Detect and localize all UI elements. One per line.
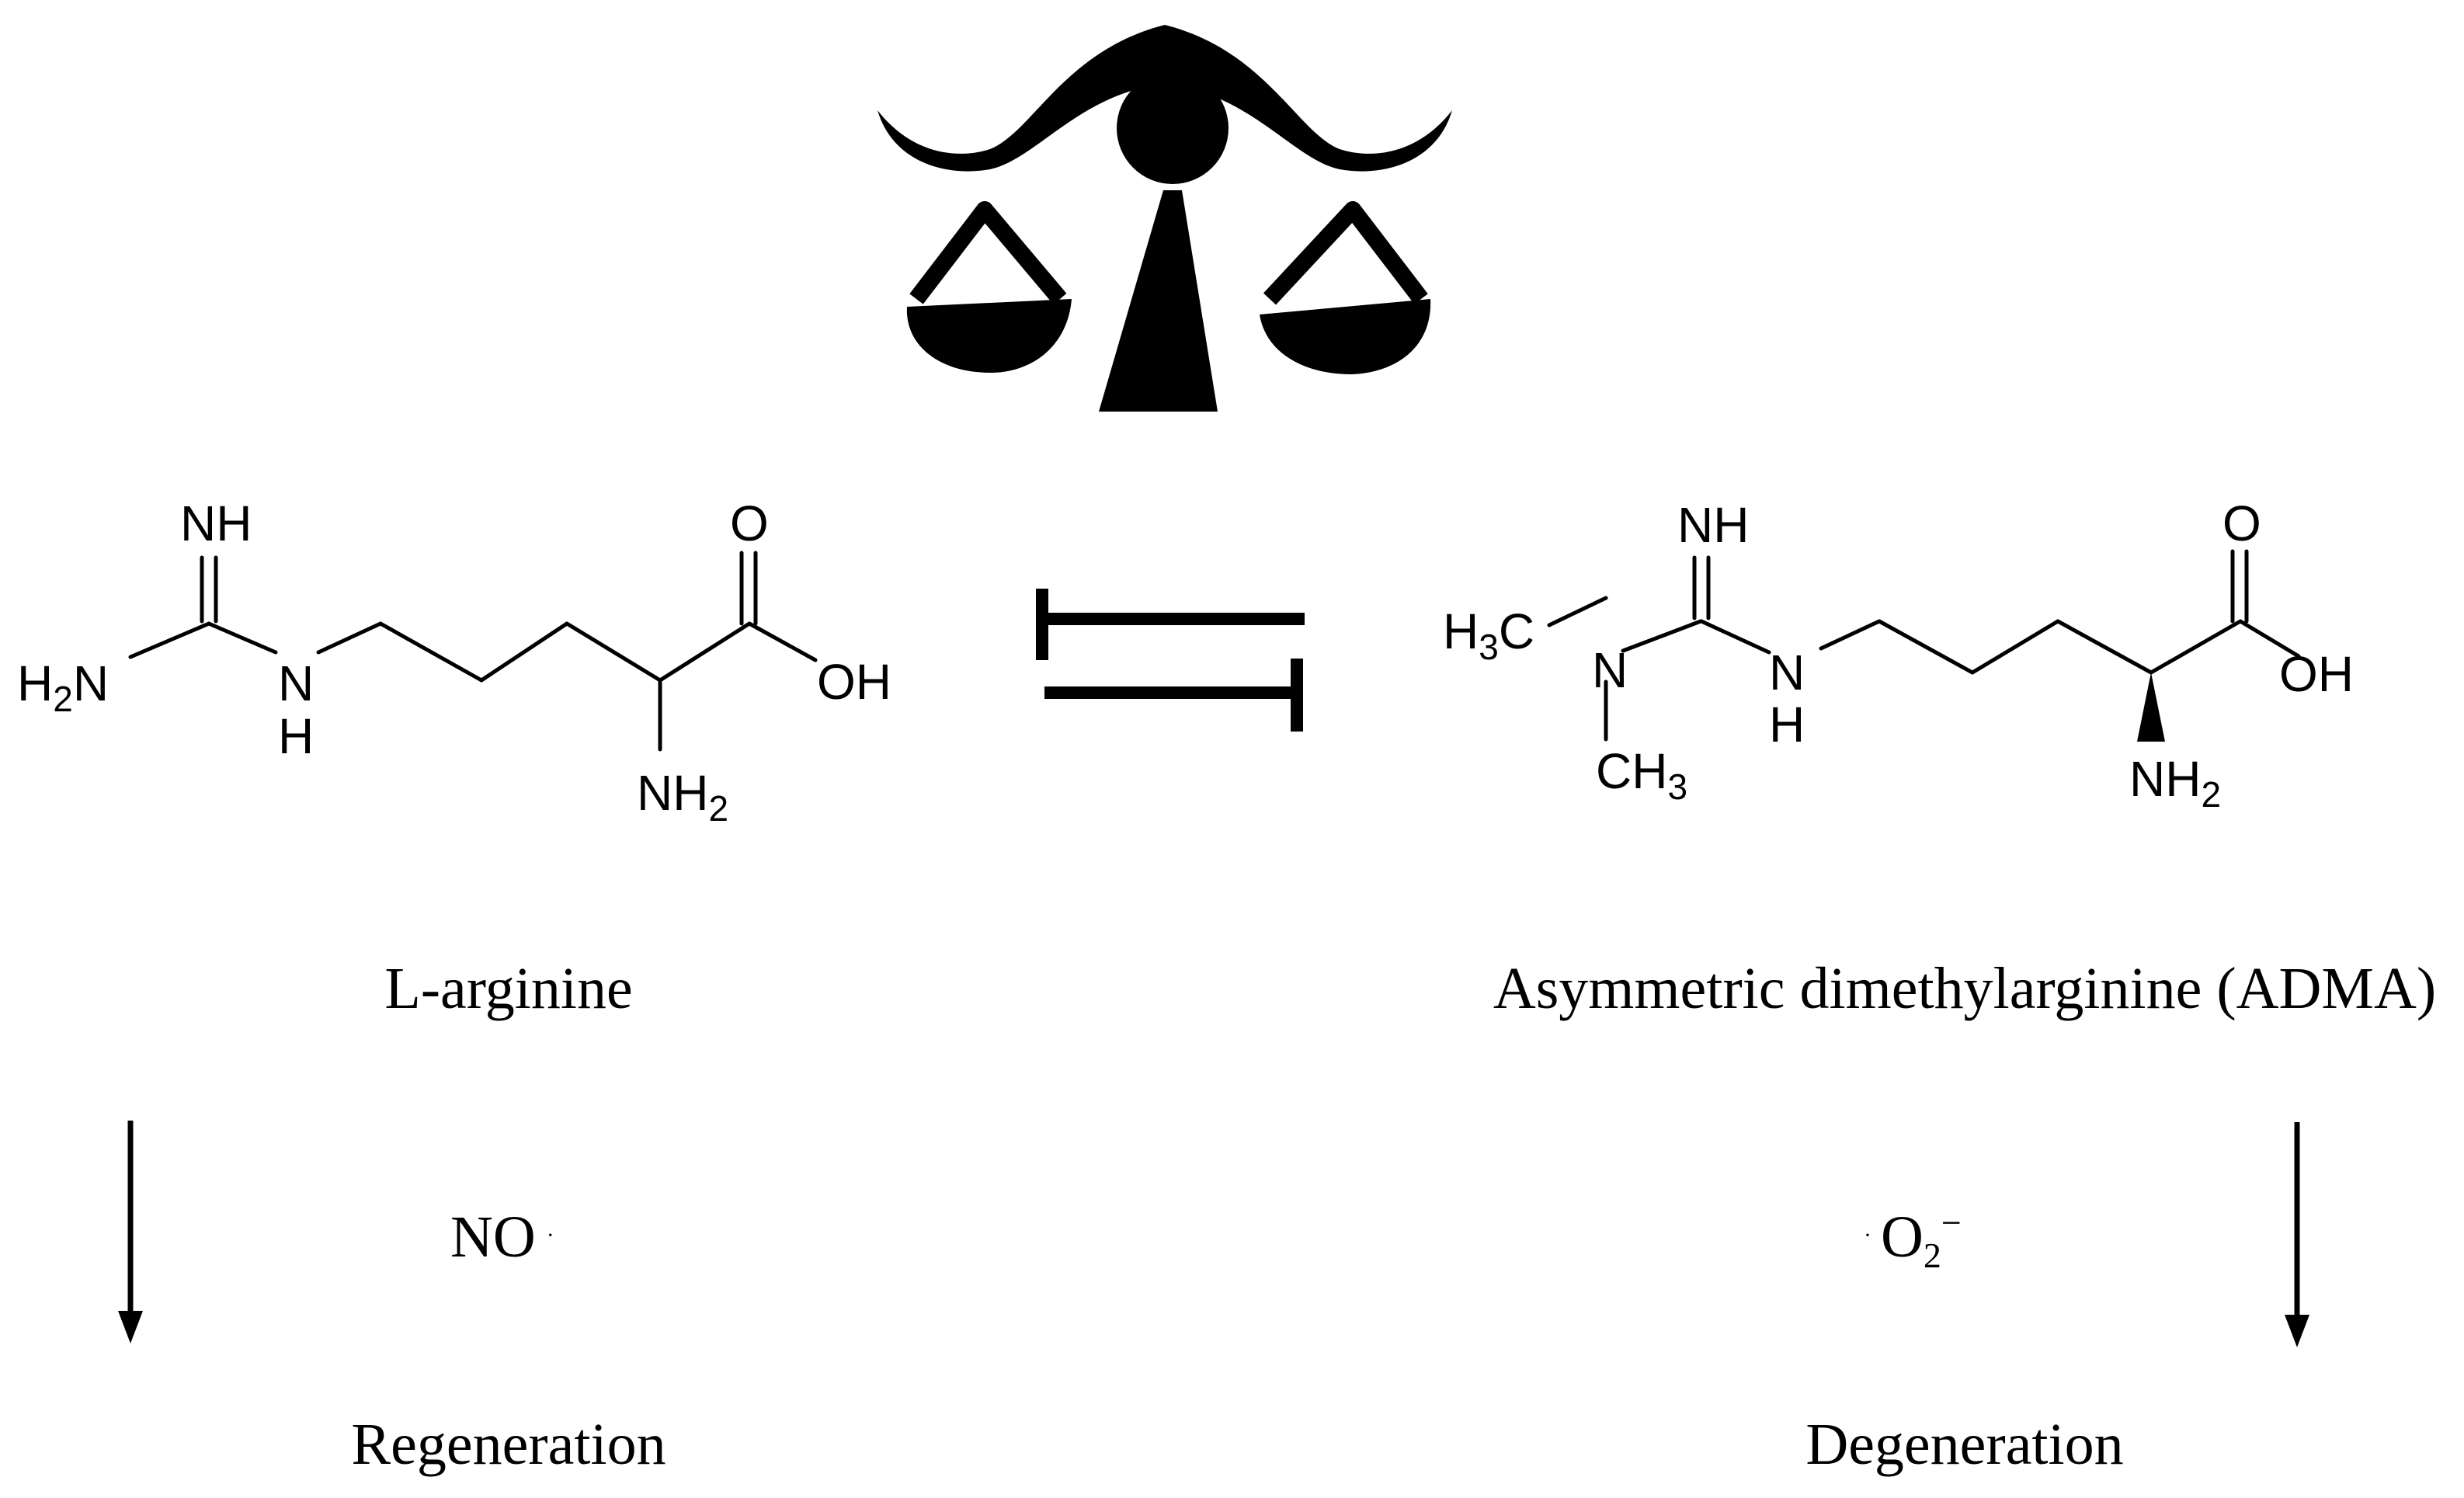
adma-nh-h-label: H: [1769, 697, 1805, 752]
right-down-arrow: [2285, 1122, 2309, 1347]
left-down-arrow: [118, 1121, 143, 1343]
adma-methyl-bottom-label: CH3: [1596, 743, 1687, 807]
l-arg-hydroxyl-label: OH: [817, 654, 891, 710]
right-pan: [1260, 201, 1431, 374]
degeneration-label: Degeneration: [1805, 1412, 2123, 1477]
adma-name: Asymmetric dimethylarginine (ADMA): [1493, 956, 2436, 1021]
adma-dimethyl-n-label: N: [1592, 642, 1628, 698]
adma-alpha-amine-label: NH2: [2129, 751, 2221, 815]
left-pan: [906, 201, 1072, 373]
l-arg-nh-h-label: H: [278, 708, 314, 764]
adma-hydroxyl-label: OH: [2279, 646, 2354, 702]
l-arg-terminal-amine-label: H2N: [17, 655, 109, 719]
adma-nh-n-label: N: [1769, 645, 1805, 700]
balance-scale-icon: [878, 25, 1452, 412]
l-arg-alpha-amine-label: NH2: [637, 765, 728, 829]
l-arg-carbonyl-o-label: O: [730, 495, 769, 551]
l-arginine-structure: NH H2N N H O OH NH2: [17, 495, 891, 829]
l-arg-nh-n-label: N: [278, 655, 314, 711]
adma-imine-label: NH: [1677, 497, 1749, 553]
l-arg-imine-label: NH: [180, 495, 252, 551]
adma-wedge-bond: [2137, 673, 2165, 742]
adma-structure: NH H3C N CH3 N H O OH NH2: [1443, 495, 2354, 815]
l-arginine-name: L-arginine: [384, 956, 632, 1021]
l-arginine-bonds: [128, 551, 818, 752]
superoxide-label: ·O2−: [1864, 1203, 1962, 1275]
regeneration-label: Regeneration: [351, 1412, 666, 1477]
mutual-inhibition-symbol: [1036, 589, 1305, 732]
nitric-oxide-label: NO·: [450, 1204, 554, 1270]
adma-bonds: [1547, 549, 2301, 742]
adma-carbonyl-o-label: O: [2222, 495, 2261, 551]
adma-methyl-top-label: H3C: [1443, 603, 1534, 667]
